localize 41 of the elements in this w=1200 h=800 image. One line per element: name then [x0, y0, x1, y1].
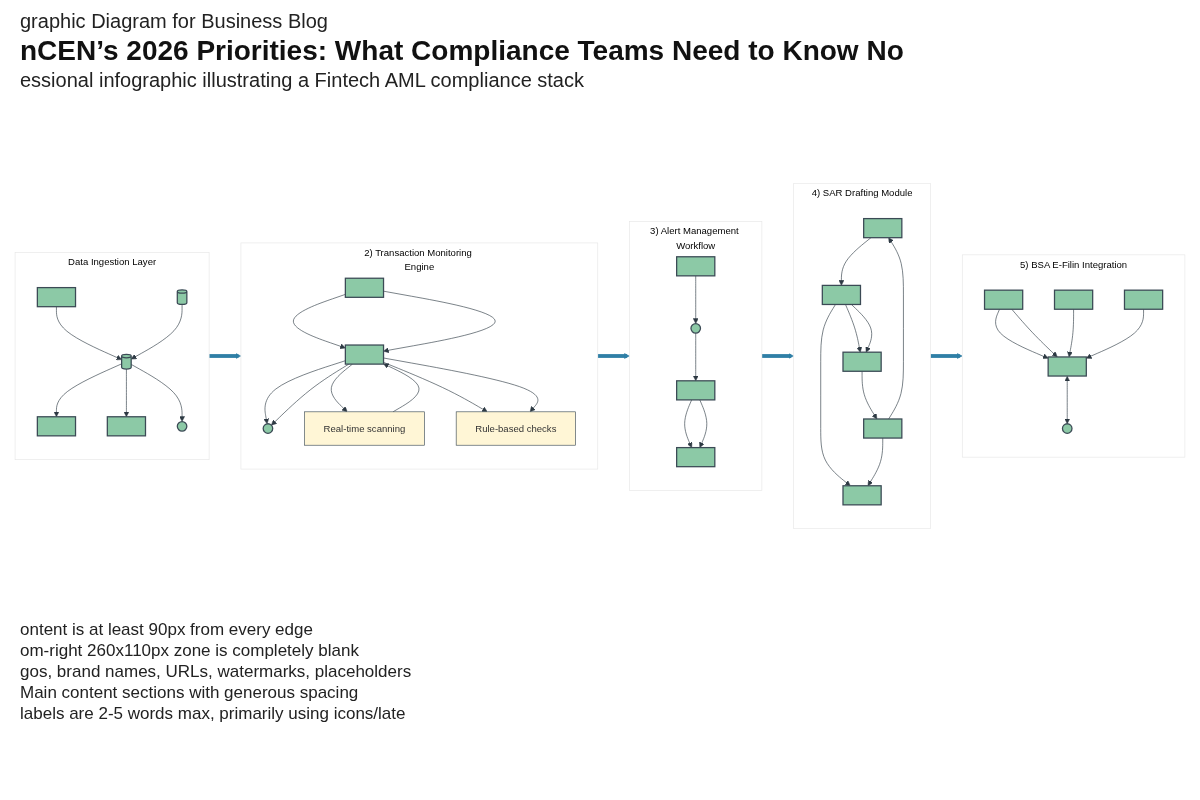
- node-box: [983, 289, 1024, 310]
- note-text: essional infographic illustrating a Fintech AML compliance stack: [20, 69, 585, 92]
- note-text: om-right 260x110px zone is completely blank: [20, 641, 360, 661]
- node-box: Rule-based checks: [455, 411, 576, 446]
- node-cylinder: [121, 353, 132, 370]
- node-box: [344, 277, 385, 298]
- arrow: [930, 353, 963, 359]
- node-circle: [176, 420, 188, 432]
- cluster: 5) BSA E-Filin Integration: [961, 254, 1186, 458]
- node-box: [676, 256, 716, 277]
- note-text: ontent is at least 90px from every edge: [20, 620, 314, 640]
- node-box: [676, 446, 716, 468]
- cluster: 3) Alert Management Workflow: [629, 221, 763, 491]
- cluster: 4) SAR Drafting Module: [793, 182, 931, 530]
- title: nCEN’s 2026 Priorities: What Compliance Teams Need to Know No: [20, 35, 905, 67]
- node-box: Real-time scanning: [304, 411, 425, 446]
- node-box: [1123, 289, 1164, 310]
- node-circle: [1061, 423, 1073, 434]
- note-text: Main content sections with generous spacing: [20, 683, 360, 703]
- node-box: [842, 485, 882, 506]
- note-text: graphic Diagram for Business Blog: [20, 10, 329, 33]
- node-box: [863, 217, 903, 239]
- node-circle: [690, 322, 702, 334]
- node-circle: [262, 423, 274, 434]
- node-box: [106, 416, 147, 437]
- node-box: [36, 286, 77, 308]
- node-box: [842, 351, 882, 372]
- note-text: gos, brand names, URLs, watermarks, placeholders: [20, 662, 413, 682]
- node-cylinder: [176, 289, 188, 306]
- cluster: Data Ingestion Layer: [14, 252, 210, 460]
- node-box: [821, 284, 862, 306]
- arrow: [209, 353, 242, 359]
- node-box: [1047, 356, 1087, 377]
- arrow: [761, 353, 794, 359]
- node-box: [1053, 289, 1094, 310]
- node-box: [676, 380, 716, 401]
- node-box: [344, 344, 385, 365]
- node-box: [863, 418, 903, 439]
- arrow: [597, 353, 630, 359]
- node-box: [36, 416, 77, 437]
- note-text: labels are 2-5 words max, primarily using icons/late: [20, 704, 407, 724]
